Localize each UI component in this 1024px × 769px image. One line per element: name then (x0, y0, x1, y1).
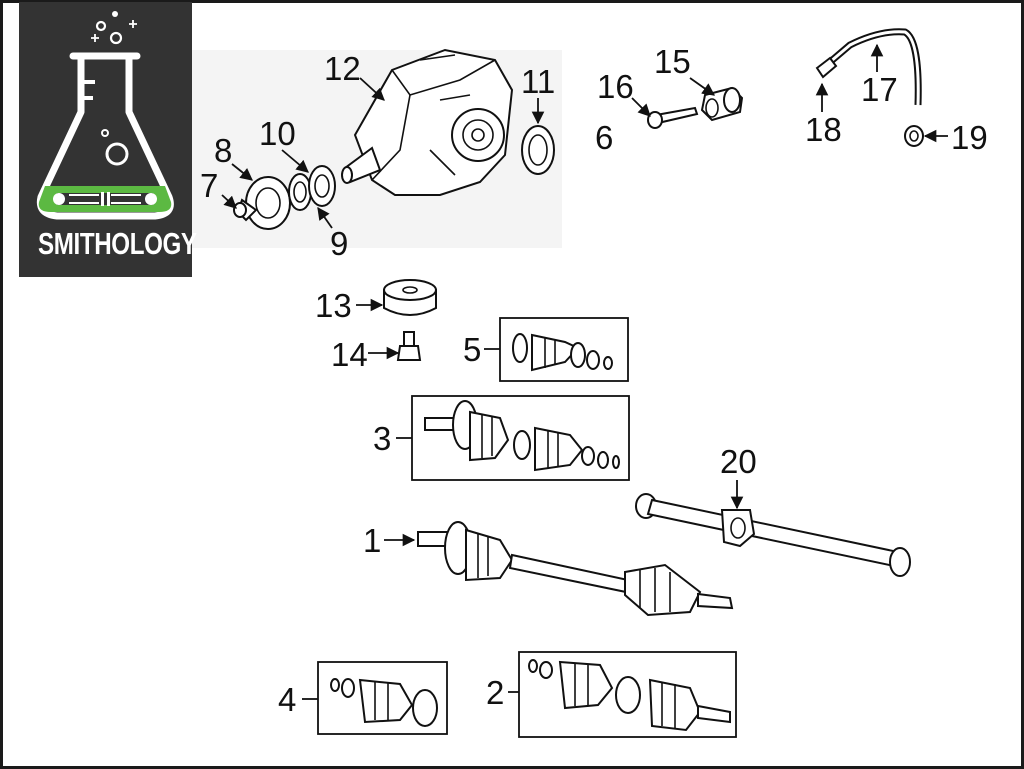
callout-12: 12 (324, 50, 361, 87)
leader-10 (281, 149, 309, 173)
leader-16 (631, 97, 651, 117)
callout-17: 17 (861, 71, 898, 108)
callout-5: 5 (463, 331, 481, 368)
callout-1: 1 (363, 522, 381, 559)
pinion-flange (233, 176, 291, 230)
callout-3: 3 (373, 420, 391, 457)
leader-7 (221, 194, 237, 209)
callout-6: 6 (595, 119, 613, 156)
pinion-seal (288, 165, 336, 211)
callout-8: 8 (214, 132, 232, 169)
smithology-logo: SMITHOLOGY (19, 2, 197, 277)
differential-housing (341, 48, 514, 196)
axle-shaft (417, 521, 734, 617)
callout-19: 19 (951, 119, 988, 156)
axle-seal (521, 125, 555, 175)
leader-12 (359, 77, 385, 101)
callout-14: 14 (331, 336, 368, 373)
callout-10: 10 (259, 115, 296, 152)
leader-9 (317, 206, 333, 229)
mount-bolt (396, 331, 422, 361)
leader-8 (231, 163, 253, 181)
boot-kit-5 (512, 333, 613, 372)
mounting-bolt (647, 106, 699, 129)
joint-kit-box-2 (518, 651, 737, 738)
callout-11: 11 (521, 63, 555, 100)
propeller-shaft (635, 493, 911, 577)
callout-4: 4 (278, 681, 296, 718)
leader-lines (221, 43, 948, 700)
callout-numbers: 12 11 15 16 6 17 18 19 8 7 10 9 13 14 5 … (200, 43, 988, 718)
brand-name: SMITHOLOGY (38, 226, 197, 261)
callout-20: 20 (720, 443, 757, 480)
joint-kit-2 (528, 659, 731, 732)
flask-icon (36, 11, 174, 220)
boot-kit-4 (330, 678, 438, 727)
vent-cap (904, 125, 924, 147)
callout-9: 9 (330, 225, 348, 262)
leader-15 (689, 77, 716, 96)
callout-7: 7 (200, 167, 218, 204)
callout-18: 18 (805, 111, 842, 148)
boot-kit-box-4 (317, 661, 448, 735)
callout-16: 16 (597, 68, 634, 105)
callout-13: 13 (315, 287, 352, 324)
callout-15: 15 (654, 43, 691, 80)
callout-2: 2 (486, 674, 504, 711)
joint-kit-3 (424, 400, 620, 472)
vent-hose (815, 28, 922, 106)
differential-mount (383, 279, 437, 316)
mount-bushing (700, 86, 744, 122)
